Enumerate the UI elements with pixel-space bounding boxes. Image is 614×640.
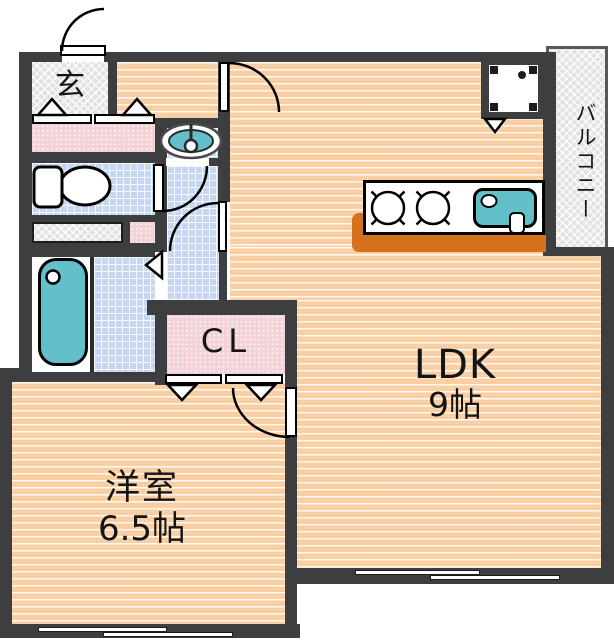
wall-toilet-top [32, 152, 157, 163]
bedroom-label: 洋室 [104, 468, 179, 508]
closet-label: CL [200, 322, 252, 360]
wall-top [20, 52, 548, 62]
wall-bath-top [20, 243, 167, 257]
ldk-floor-lower [297, 300, 601, 568]
storage-nub [130, 222, 157, 245]
ldk-floor-mid [230, 247, 601, 300]
ldk-window-pane-2 [430, 575, 560, 580]
wall-closet-right [285, 300, 297, 385]
wall-mid-divider [123, 215, 130, 245]
shoe-cabinet [32, 222, 123, 243]
counter-edge-bar [352, 235, 546, 252]
divider-bath-washroom [90, 257, 94, 372]
wall-washroom-bottom [10, 372, 160, 382]
basin-door-gap [166, 158, 209, 166]
hallway-floor [32, 124, 157, 152]
bedroom-window-pane-2 [103, 632, 233, 637]
wall-toilet-bottom [32, 215, 157, 222]
ldk-label: LDK [413, 342, 497, 388]
wall-left-upper [19, 52, 32, 375]
bedroom-size-label: 6.5帖 [97, 509, 187, 549]
wall-left-lower [0, 368, 12, 638]
bathtub [38, 258, 88, 366]
hall-ldk-door-leaf [219, 62, 229, 112]
closet-track-left [165, 374, 222, 384]
sink-faucet [509, 212, 525, 234]
wall-ldk-right [601, 247, 614, 584]
toilet-floor [32, 163, 157, 215]
entrance-label: 玄 [55, 68, 85, 103]
closet-floor [167, 315, 285, 374]
wall-balcony-side [543, 52, 556, 256]
corridor-door-leaf [218, 201, 227, 252]
closet-track-right [225, 374, 283, 384]
bath-door-gap [155, 252, 167, 306]
entrance-door-leaf [60, 45, 106, 56]
balcony-area [546, 46, 608, 252]
balcony-label: バルコニー [573, 102, 597, 222]
bedroom-door-leaf [285, 387, 297, 437]
entrance-step-left [32, 114, 92, 124]
wall-closet-top [147, 300, 297, 315]
corridor-floor [167, 166, 219, 300]
wall-basin-top [157, 118, 230, 128]
wall-entry-right [108, 62, 117, 116]
entrance-step-right [94, 114, 155, 124]
washing-machine-pan-inner [489, 65, 538, 112]
bedroom-floor [12, 382, 285, 624]
washroom-door-leaf [153, 164, 164, 212]
basin-alcove-floor [167, 128, 218, 158]
kitchen-sink [473, 188, 537, 228]
wall-balcony-bottom [543, 247, 614, 256]
ldk-window-pane-1 [355, 570, 480, 575]
hall-floor [117, 62, 218, 118]
entrance-door-opening [62, 52, 104, 62]
ldk-size-label: 9帖 [428, 385, 482, 424]
bedroom-window-pane-1 [38, 627, 167, 632]
wall-corridor-thin [219, 252, 227, 302]
